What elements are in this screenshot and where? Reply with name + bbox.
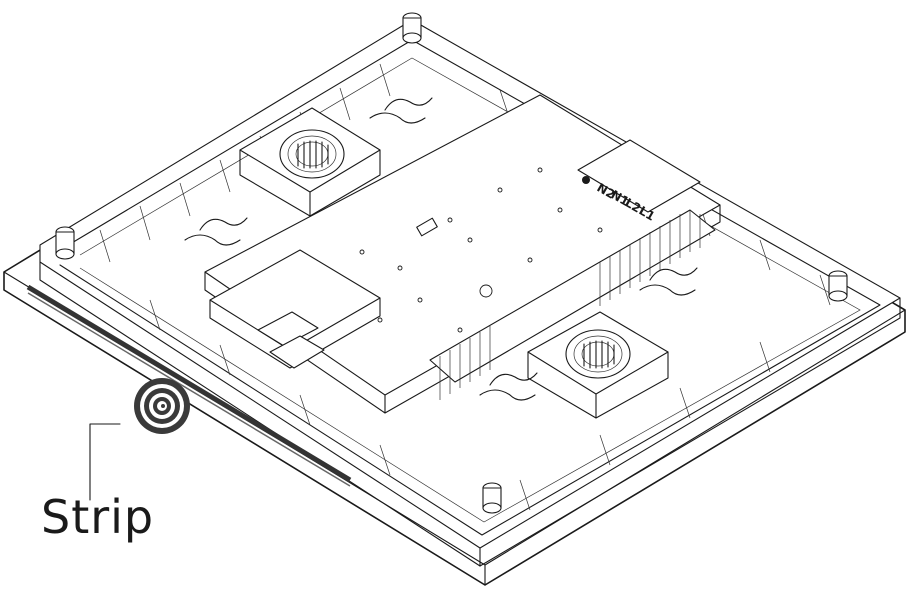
strip-label: Strip — [41, 490, 155, 544]
strip-leader-line — [89, 423, 121, 501]
terminal-label-l1: L1 — [637, 203, 658, 223]
strip-edge — [26, 284, 352, 487]
fan-module-right — [527, 311, 669, 419]
terminal-label-l2: L2 — [623, 195, 644, 215]
corner-posts — [55, 12, 848, 514]
heat-sink-right — [429, 209, 716, 400]
control-board — [209, 249, 381, 369]
strip-coil-icon — [134, 378, 190, 434]
wire-clips — [184, 97, 698, 401]
fan-module-left — [239, 107, 381, 217]
